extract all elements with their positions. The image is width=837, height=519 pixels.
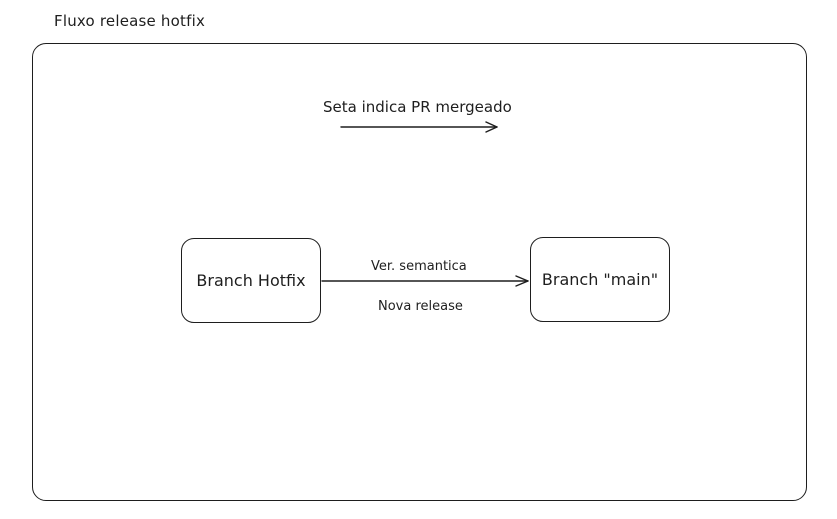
diagram-frame (32, 43, 807, 501)
legend-label: Seta indica PR mergeado (323, 98, 512, 116)
node-branch-main-label: Branch "main" (541, 270, 659, 289)
node-branch-main[interactable]: Branch "main" (530, 237, 670, 322)
frame-title: Fluxo release hotfix (54, 12, 206, 30)
node-branch-hotfix[interactable]: Branch Hotfix (181, 238, 321, 323)
edge-label-release: Nova release (378, 299, 463, 314)
node-branch-hotfix-label: Branch Hotfix (196, 271, 306, 290)
edge-label-version: Ver. semantica (371, 259, 467, 274)
